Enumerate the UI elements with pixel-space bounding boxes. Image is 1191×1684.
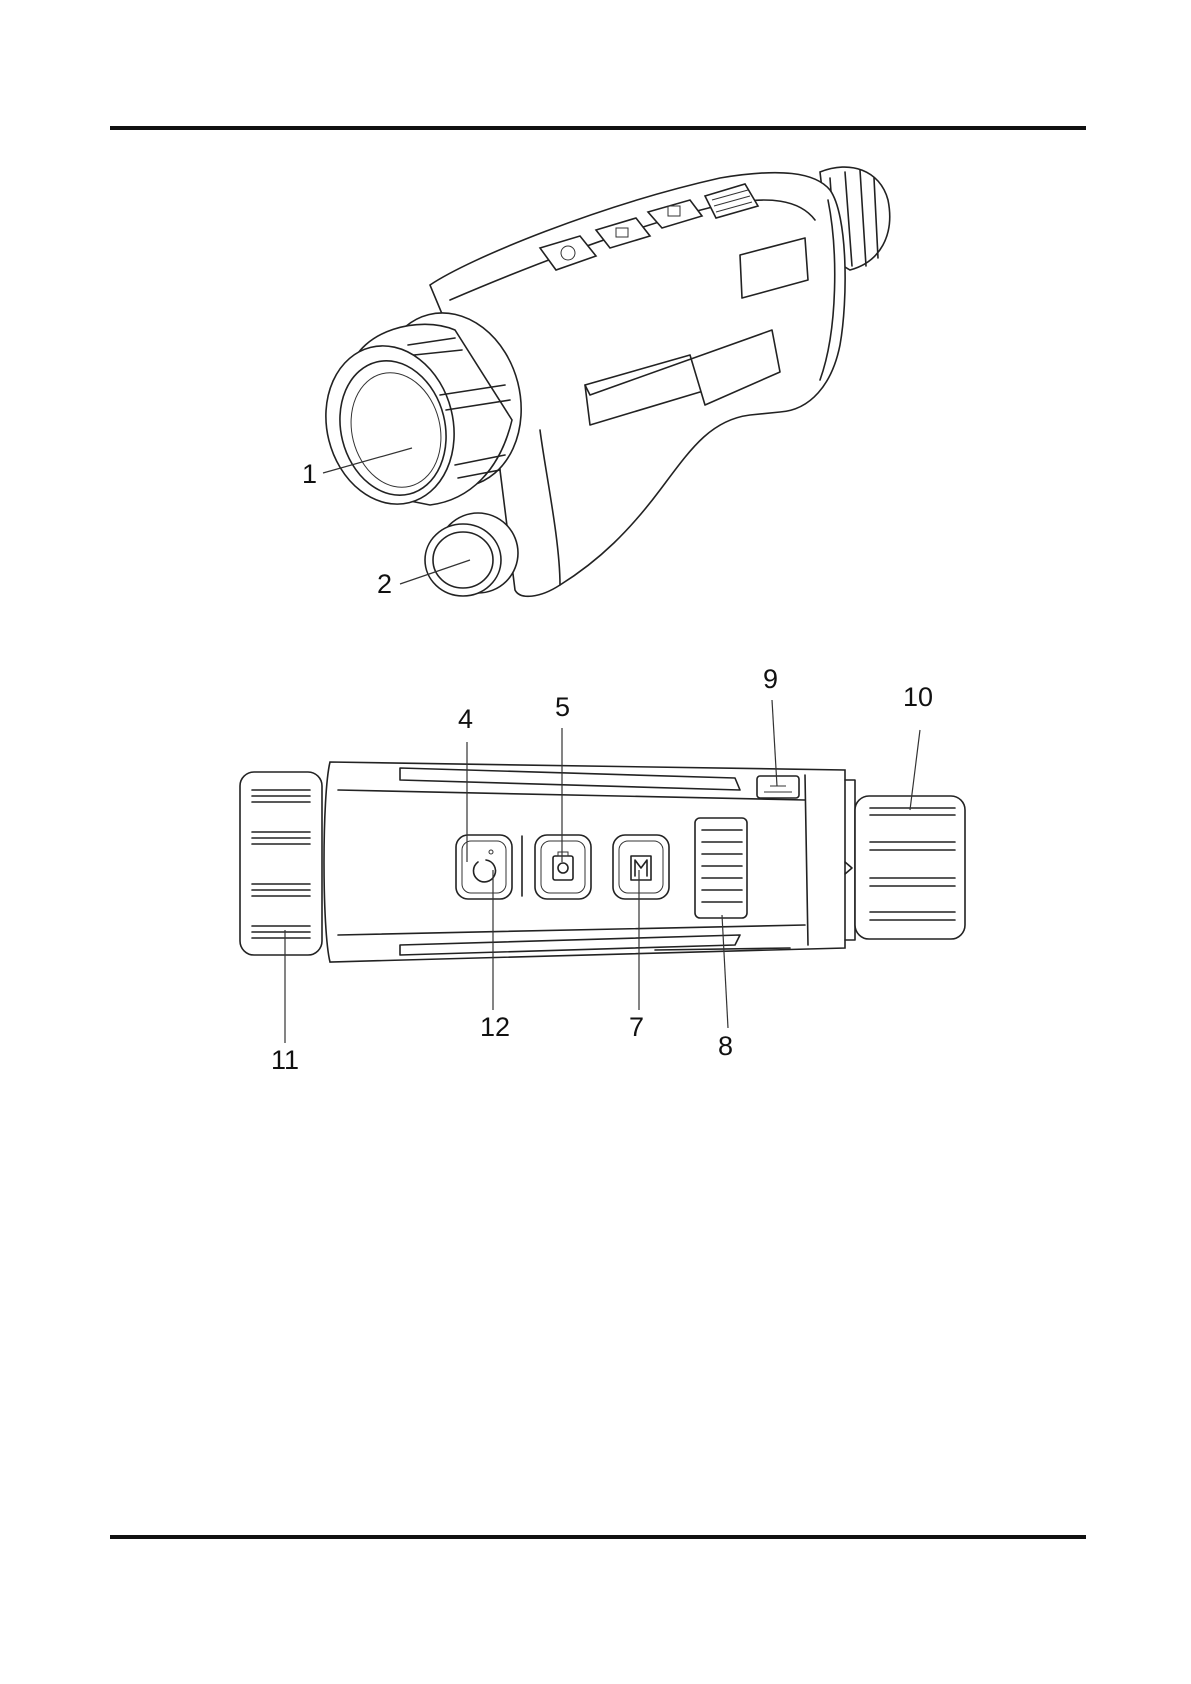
callout-5: 5 [555,692,570,722]
usb-port[interactable] [757,776,799,798]
callout-4: 4 [458,704,473,734]
capture-button[interactable] [535,835,591,899]
callout-1: 1 [302,459,317,489]
perspective-view: 1 2 [302,167,890,599]
callout-7: 7 [629,1012,644,1042]
callout-2: 2 [377,569,392,599]
adjustment-wheel[interactable] [695,818,747,918]
callout-11: 11 [271,1045,299,1075]
callout-10: 10 [903,682,933,712]
eyepiece-top[interactable] [845,796,965,939]
top-view: 4 5 9 10 12 7 8 11 [240,664,965,1075]
ir-window-perspective [425,513,518,596]
callout-12: 12 [480,1012,510,1042]
callout-8: 8 [718,1031,733,1061]
callout-9: 9 [763,664,778,694]
menu-button[interactable] [613,835,669,899]
power-button[interactable] [456,835,512,899]
objective-ring-top [240,772,322,955]
